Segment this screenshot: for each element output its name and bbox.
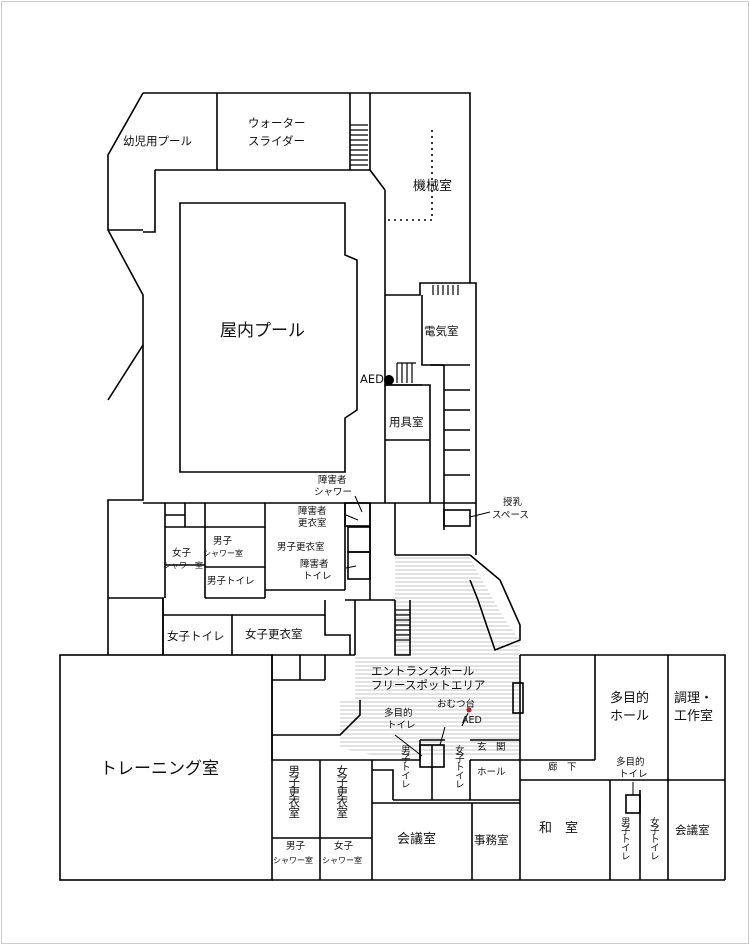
corridor-label: 廊 下 [548,762,577,773]
cooking-room-label-2: 工作室 [674,709,714,724]
womens-shower-lower-label-1: 女子 [334,841,354,852]
indoor-pool-outline [179,202,358,473]
indoor-pool-label: 屋内プール [220,321,305,341]
multipurpose-hall-label-1: 多目的 [610,691,650,706]
hall-label: ホール [477,767,506,778]
diaper-table-label: おむつ台 [437,699,476,710]
entrance-hall-label-1: エントランスホール [371,664,475,678]
entrance-label: 玄 関 [477,742,506,753]
womens-shower-lower-label-2: シャワー室 [322,856,362,865]
training-room-label: トレーニング室 [100,759,219,779]
nursing-space-label-2: スペース [492,510,529,521]
label-leader-lines [345,495,634,795]
japanese-room-label: 和 室 [539,821,579,836]
entrance-hall-label-2: フリースポットエリア [371,678,486,692]
womens-toilet-center-label: 女子トイレ [452,745,464,788]
water-slider-label-1: ウォーター [248,116,306,130]
womens-toilet-right-label: 女子トイレ [647,817,659,860]
accessible-shower-label-1: 障害者 [318,475,347,486]
entrance-hall-floor [340,555,520,755]
womens-changing-lower-label: 女子更衣室 [335,765,350,818]
multipurpose-hall-label-2: ホール [610,709,650,724]
infant-pool-label: 幼児用プール [123,134,192,148]
aed-marker-hall [466,707,472,713]
mens-shower-lower-label-2: シャワー室 [273,856,313,865]
accessible-changing-label-1: 障害者 [298,506,327,517]
mens-shower-lower-label-1: 男子 [286,841,306,852]
electric-room-label: 電気室 [424,324,459,338]
mens-toilet-upper-label: 男子トイレ [207,576,255,587]
multipurpose-toilet-center-label-1: 多目的 [384,708,413,719]
multipurpose-toilet-right-label-1: 多目的 [616,757,645,768]
aed-label-hall: AED [462,715,482,726]
mens-shower-upper-label-1: 男子 [213,536,233,547]
multipurpose-toilet-right-label-2: トイレ [619,769,648,780]
cooking-room-label-1: 調理・ [674,691,714,706]
womens-shower-upper-label-2: シャワー室 [163,561,203,570]
training-room-outline [59,654,273,881]
multipurpose-toilet-center-label-2: トイレ [387,720,416,731]
wall-pool-block-left [107,345,144,598]
meeting-room-right-label: 会議室 [675,823,710,837]
mens-changing-lower-label: 男子更衣室 [287,765,302,818]
machine-room-label: 機械室 [413,179,453,194]
meeting-room-center-label: 会議室 [397,832,437,847]
womens-shower-upper-label-1: 女子 [172,548,192,559]
aed-marker-pool [384,375,394,385]
womens-toilet-upper-label: 女子トイレ [167,629,225,643]
mens-changing-upper-label: 男子更衣室 [277,542,325,553]
accessible-toilet-label-1: 障害者 [300,559,329,570]
accessible-shower-label-2: シャワー [314,487,353,498]
water-slider-label-2: スライダー [248,134,306,148]
mens-toilet-right-label: 男子トイレ [618,817,630,860]
mens-shower-upper-label-2: シャワー室 [203,549,243,558]
accessible-toilet-label-2: トイレ [303,571,332,582]
machine-room-dotted-line [385,130,433,221]
office-label: 事務室 [474,833,509,847]
nursing-space-label-1: 授乳 [503,497,523,508]
aed-label-pool: AED [360,372,384,386]
equipment-room-label: 用具室 [389,415,424,429]
accessible-changing-label-2: 更衣室 [298,518,327,529]
womens-changing-upper-label: 女子更衣室 [245,627,303,641]
mens-toilet-center-label: 男子トイレ [398,745,410,788]
